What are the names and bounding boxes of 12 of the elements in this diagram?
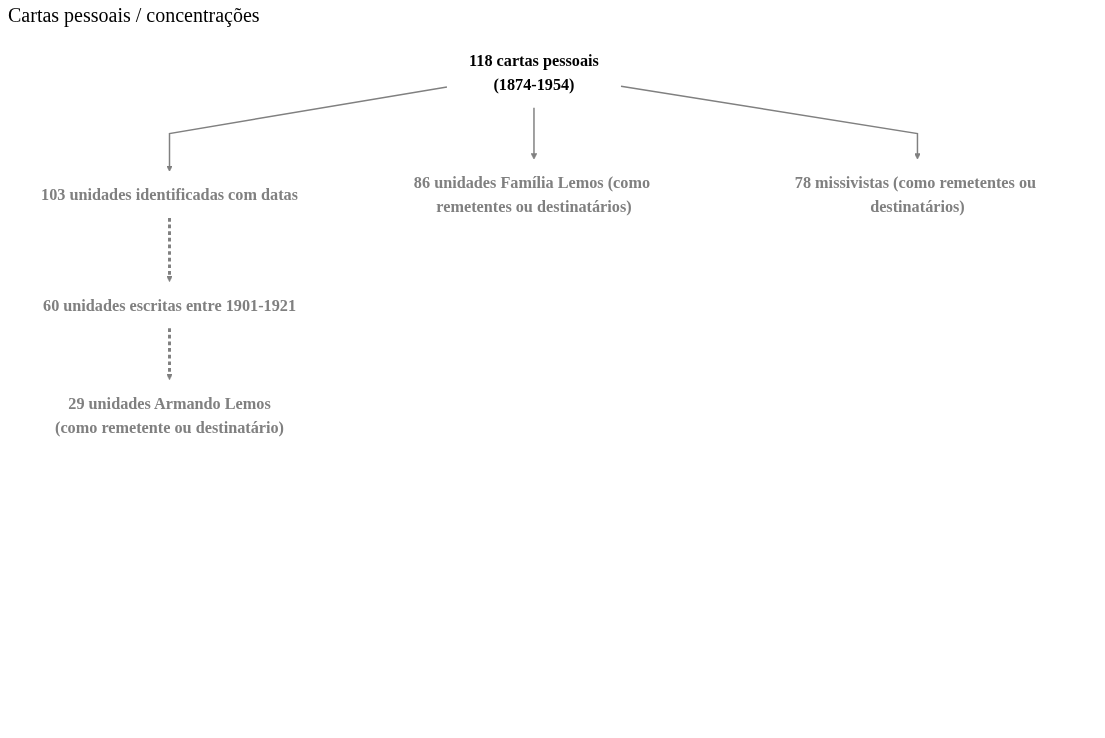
- node-text: 118 cartas pessoais (1874-1954): [468, 50, 599, 94]
- node-text: 86 unidades Família Lemos (como remetentes ou destinatários): [413, 173, 650, 217]
- arrow: [165, 328, 173, 381]
- node-text: 78 missivistas (como remetentes ou destinatários): [794, 173, 1036, 217]
- arrow: [165, 86, 448, 172]
- node-text: 103 unidades identificadas com datas: [40, 185, 298, 204]
- arrow: [530, 106, 537, 160]
- arrow: [165, 217, 173, 283]
- diagram-title: Cartas pessoais / concentrações: [8, 4, 261, 27]
- arrow: [619, 85, 921, 160]
- node-text: 60 unidades escritas entre 1901-1921: [42, 295, 296, 315]
- node-text: 29 unidades Armando Lemos (como remetente ou destinatário): [54, 393, 284, 437]
